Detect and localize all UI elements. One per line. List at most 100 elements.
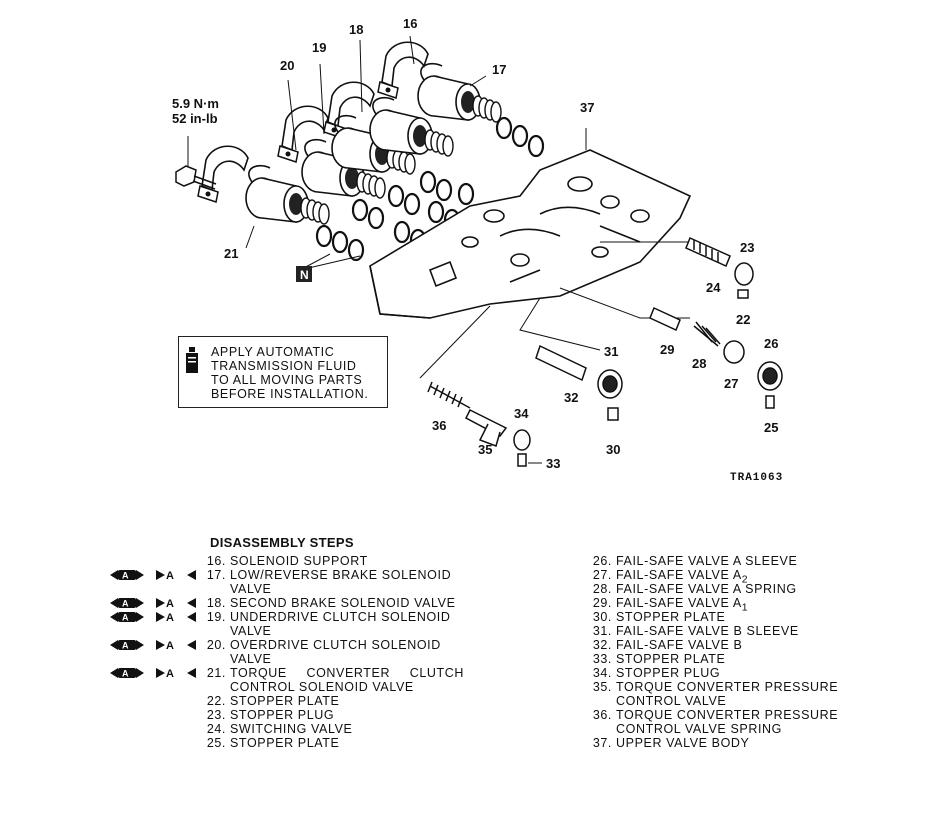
step-number: 25.	[206, 736, 226, 750]
step-number: 23.	[206, 708, 226, 722]
callout-22: 22	[736, 312, 750, 327]
step-number: 35.	[592, 680, 612, 694]
callout-29: 29	[660, 342, 674, 357]
callout-31: 31	[604, 344, 618, 359]
step-text: TORQUE CONVERTER PRESSURE	[616, 708, 839, 722]
step-text-subscript: 2	[741, 574, 749, 586]
callout-17: 17	[492, 62, 506, 77]
step-text: LOW/REVERSE BRAKE SOLENOID	[230, 568, 452, 582]
callout-28: 28	[692, 356, 706, 371]
svg-text:A: A	[122, 613, 129, 623]
step-text: VALVE	[230, 624, 272, 638]
svg-text:A: A	[166, 668, 175, 678]
step-text: OVERDRIVE CLUTCH SOLENOID	[230, 638, 441, 652]
step-row: 34. STOPPER PLUG	[590, 666, 890, 680]
installation-symbol-icon: A	[156, 598, 196, 608]
torque-spec-metric: 5.9 N·m	[172, 96, 219, 111]
removal-symbol-icon: A	[110, 668, 144, 678]
step-text: CONTROL VALVE SPRING	[616, 722, 782, 736]
callout-18: 18	[349, 22, 363, 37]
step-row: 29. FAIL-SAFE VALVE A1	[590, 596, 890, 614]
step-text: UPPER VALVE BODY	[616, 736, 750, 750]
step-text: STOPPER PLATE	[230, 736, 340, 750]
step-row: 24. SWITCHING VALVE	[110, 722, 470, 736]
step-row: 27. FAIL-SAFE VALVE A2	[590, 568, 890, 586]
step-text: FAIL-SAFE VALVE A SPRING	[616, 582, 797, 596]
step-text: FAIL-SAFE VALVE A SLEEVE	[616, 554, 798, 568]
installation-symbol-icon: A	[156, 570, 196, 580]
step-row: 37. UPPER VALVE BODY	[590, 736, 890, 750]
callout-30: 30	[606, 442, 620, 457]
step-row: 25. STOPPER PLATE	[110, 736, 470, 750]
step-text: FAIL-SAFE VALVE B SLEEVE	[616, 624, 799, 638]
step-row: 22. STOPPER PLATE	[110, 694, 470, 708]
callout-25: 25	[764, 420, 778, 435]
step-text: FAIL-SAFE VALVE B	[616, 638, 743, 652]
step-row: 33. STOPPER PLATE	[590, 652, 890, 666]
step-row: 31. FAIL-SAFE VALVE B SLEEVE	[590, 624, 890, 638]
atf-note-box: APPLY AUTOMATIC TRANSMISSION FLUID TO AL…	[178, 336, 388, 408]
n-marker-box	[296, 266, 312, 282]
svg-text:A: A	[122, 571, 129, 581]
callout-23: 23	[740, 240, 754, 255]
step-number: 27.	[592, 568, 612, 582]
step-text: STOPPER PLATE	[230, 694, 340, 708]
callout-35: 35	[478, 442, 492, 457]
step-row: A A 19. UNDERDRIVE CLUTCH SOLENOID	[110, 610, 470, 624]
step-text: SWITCHING VALVE	[230, 722, 353, 736]
callout-36: 36	[432, 418, 446, 433]
step-text: STOPPER PLATE	[616, 610, 726, 624]
step-number: 36.	[592, 708, 612, 722]
step-row: A A 21. TORQUE CONVERTER CLUTCH	[110, 666, 470, 680]
callout-27: 27	[724, 376, 738, 391]
callout-21: 21	[224, 246, 238, 261]
step-row: A A 18. SECOND BRAKE SOLENOID VALVE	[110, 596, 470, 610]
fluid-bottle-icon	[186, 347, 198, 373]
svg-text:A: A	[122, 669, 129, 679]
step-row: A A 17. LOW/REVERSE BRAKE SOLENOID	[110, 568, 470, 582]
bolt-icon	[175, 165, 217, 190]
step-number: 26.	[592, 554, 612, 568]
step-row: 16. SOLENOID SUPPORT	[110, 554, 470, 568]
callout-19: 19	[312, 40, 326, 55]
step-number: 31.	[592, 624, 612, 638]
svg-text:A: A	[166, 612, 175, 622]
installation-symbol-icon: A	[156, 612, 196, 622]
svg-text:A: A	[166, 598, 175, 608]
svg-text:A: A	[122, 599, 129, 609]
steps-list-right: 26. FAIL-SAFE VALVE A SLEEVE 27. FAIL-SA…	[590, 554, 890, 750]
step-number: 19.	[206, 610, 226, 624]
installation-symbol-icon: A	[156, 668, 196, 678]
step-text: CONTROL VALVE	[616, 694, 727, 708]
callout-37: 37	[580, 100, 594, 115]
step-text: FAIL-SAFE VALVE A1	[616, 596, 748, 616]
installation-symbol-icon: A	[156, 640, 196, 650]
callout-20: 20	[280, 58, 294, 73]
step-text: CONTROL SOLENOID VALVE	[230, 680, 414, 694]
svg-text:A: A	[166, 640, 175, 650]
step-text-subscript: 1	[741, 602, 749, 614]
removal-symbol-icon: A	[110, 640, 144, 650]
step-row: 35. TORQUE CONVERTER PRESSURE	[590, 680, 890, 694]
svg-text:A: A	[122, 641, 129, 651]
step-number: 34.	[592, 666, 612, 680]
step-row: CONTROL VALVE	[590, 694, 890, 708]
step-row: 28. FAIL-SAFE VALVE A SPRING	[590, 582, 890, 596]
callout-24: 24	[706, 280, 721, 295]
step-text: FAIL-SAFE VALVE A2	[616, 568, 748, 588]
step-text: VALVE	[230, 652, 272, 666]
upper-valve-body	[369, 149, 692, 319]
step-number: 21.	[206, 666, 226, 680]
callout-34: 34	[514, 406, 529, 421]
step-text: SOLENOID SUPPORT	[230, 554, 368, 568]
callout-16: 16	[403, 16, 417, 31]
svg-text:A: A	[166, 570, 175, 580]
atf-note-text: APPLY AUTOMATIC TRANSMISSION FLUID TO AL…	[211, 345, 369, 401]
torque-spec-imperial: 52 in-lb	[172, 111, 218, 126]
steps-list-left: 16. SOLENOID SUPPORT A A 17. LOW/REVERSE…	[110, 554, 470, 750]
removal-symbol-icon: A	[110, 612, 144, 622]
step-number: 33.	[592, 652, 612, 666]
callout-33: 33	[546, 456, 560, 471]
callout-26: 26	[764, 336, 778, 351]
step-row: CONTROL SOLENOID VALVE	[110, 680, 470, 694]
